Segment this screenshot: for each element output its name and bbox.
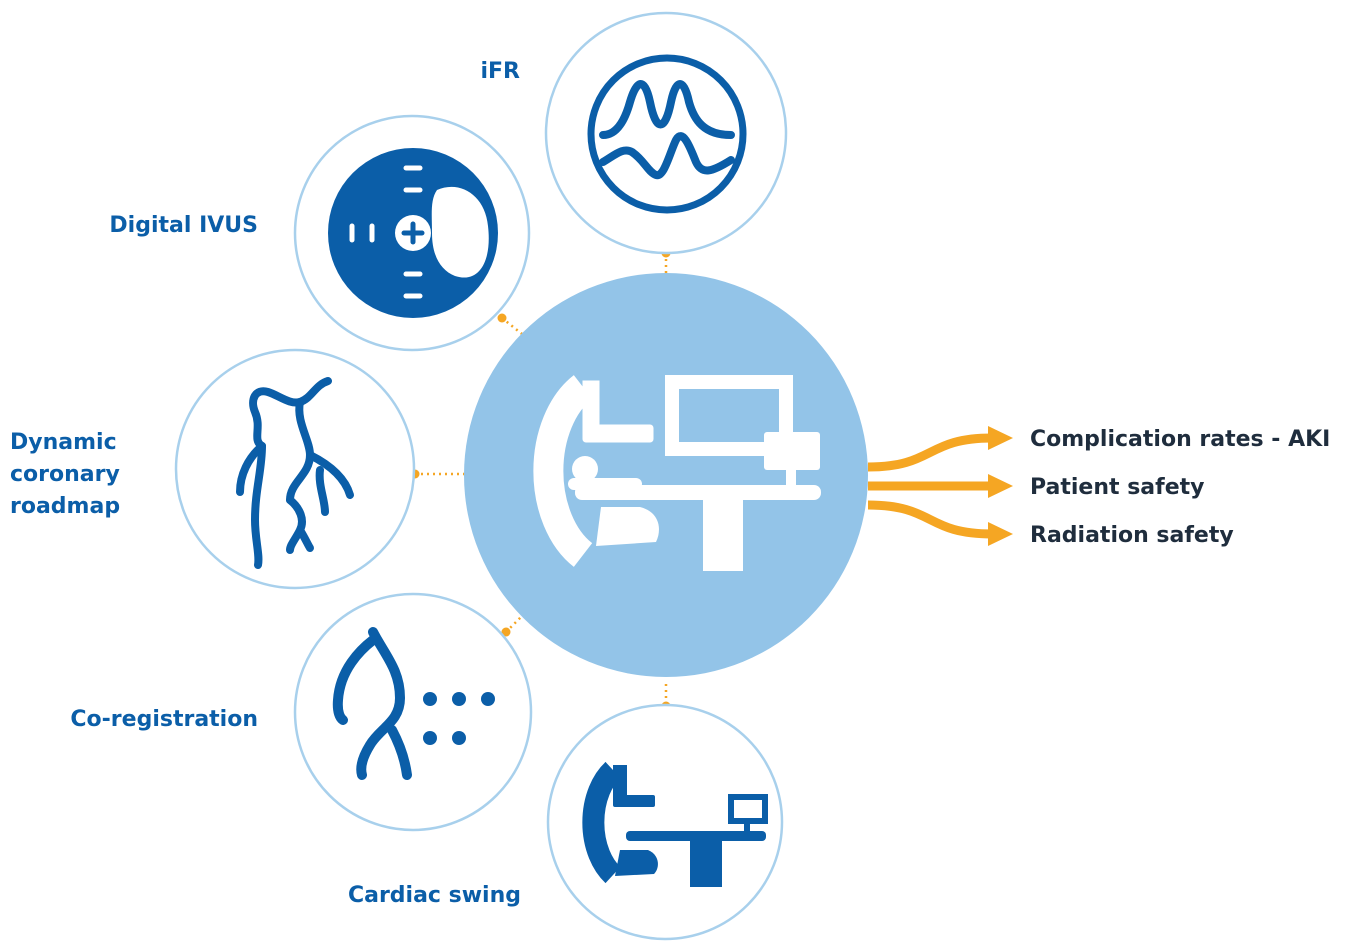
label-dynamic-coronary-roadmap: Dynamic coronary roadmap: [10, 427, 150, 523]
label-co-registration: Co-registration: [70, 707, 258, 732]
connector-dot: [501, 627, 511, 637]
label-line: roadmap: [10, 493, 121, 519]
co-registration-ring: [293, 592, 533, 832]
central-hub: [464, 273, 868, 677]
arrowhead: [988, 522, 1013, 546]
outcome-arrows: [867, 433, 993, 539]
arrowhead: [988, 474, 1013, 498]
label-ifr: iFR: [480, 59, 520, 84]
arrow-complication: [867, 433, 993, 472]
arrowhead: [988, 426, 1013, 450]
coronary-tree-icon: [236, 377, 354, 569]
outcome-patient-safety: Patient safety: [1030, 475, 1205, 500]
ivus-cross-section-icon: [328, 148, 498, 318]
outcome-complication-rates: Complication rates - AKI: [1030, 427, 1331, 452]
arrowheads: [988, 426, 1013, 546]
outcome-radiation-safety: Radiation safety: [1030, 523, 1234, 548]
connector-dot: [497, 313, 507, 323]
label-cardiac-swing: Cardiac swing: [347, 883, 521, 908]
vessel-dots-icon: [332, 627, 495, 780]
waveform-icon: [587, 54, 747, 214]
label-digital-ivus: Digital IVUS: [109, 213, 258, 238]
c-arm-system-icon: [582, 761, 768, 887]
connector-coreg: [505, 615, 523, 633]
connector-ivus: [501, 317, 523, 335]
angiography-system-icon: [533, 375, 821, 571]
ifr-ring: [544, 11, 788, 255]
dynamic-coronary-roadmap-ring: [174, 348, 416, 590]
label-line: Dynamic: [10, 430, 117, 455]
arrow-radiation: [867, 500, 993, 539]
label-line: coronary: [10, 461, 120, 487]
